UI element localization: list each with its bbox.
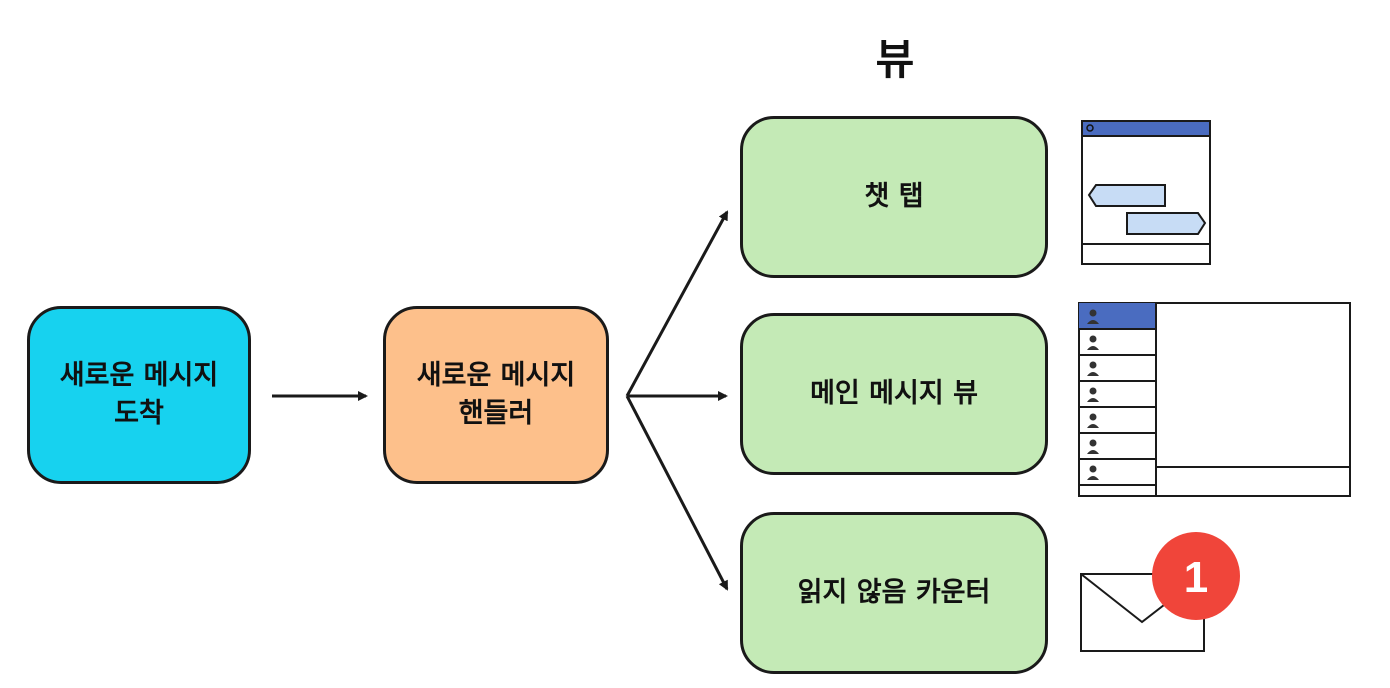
node-handler-line1: 새로운 메시지 [416,360,576,391]
node-arrival-line1: 새로운 메시지 [59,360,219,391]
chat-bubble-outgoing [1126,212,1207,235]
message-list-selected-row [1079,303,1156,329]
message-list-icon [1078,302,1351,497]
view-title: 뷰 [875,35,915,84]
node-unread-counter: 읽지 않음 카운터 [740,512,1048,674]
node-main-view-label: 메인 메시지 뷰 [810,378,978,409]
node-handler-line2: 핸들러 [458,398,534,429]
node-arrival-line2: 도착 [114,398,164,429]
chat-window-dot [1086,124,1094,132]
arrow-handler-to-unread-counter [625,395,729,591]
arrow-handler-to-chat-tab [625,210,729,397]
node-chat-tab-label: 챗 탭 [864,181,924,212]
node-unread-counter-label: 읽지 않음 카운터 [797,577,991,608]
unread-badge-count: 1 [1184,553,1208,602]
chat-bubble-incoming [1087,184,1166,207]
unread-badge: 1 [1152,532,1240,620]
node-main-message-view: 메인 메시지 뷰 [740,313,1048,475]
chat-window-titlebar [1081,120,1211,137]
node-new-message-arrival: 새로운 메시지 도착 [27,306,251,484]
chat-window-icon [1081,120,1211,265]
node-new-message-handler: 새로운 메시지 핸들러 [383,306,609,484]
node-chat-tab: 챗 탭 [740,116,1048,278]
